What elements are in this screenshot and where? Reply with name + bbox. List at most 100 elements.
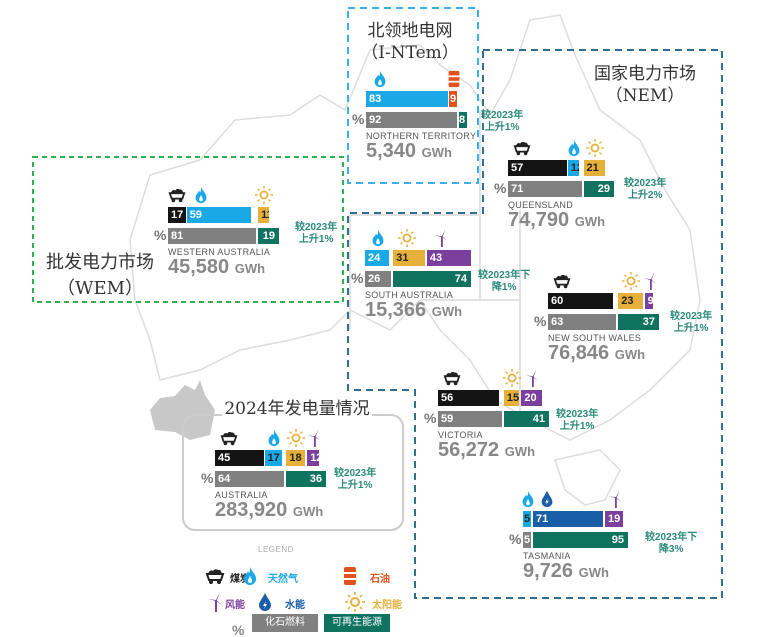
total-unit: GWh — [421, 145, 452, 160]
change-vs-2023-nsw: 较2023年上升1% — [670, 311, 712, 335]
region-total-generation: 74,790 GWh — [508, 209, 605, 232]
change-line: 较2023年下 — [645, 532, 698, 543]
solar-icon — [503, 369, 521, 387]
wem-title-abbr: （WEM） — [56, 278, 144, 299]
change-vs-2023-tas: 较2023年下降3% — [645, 532, 697, 556]
nem-market-boundary — [347, 49, 723, 599]
bar-renewable: 8 — [459, 112, 467, 128]
bar-renewable: 19 — [258, 228, 279, 244]
change-line: 较2023年 — [556, 409, 599, 420]
bar-fossil: 5 — [523, 532, 531, 548]
gas-icon — [240, 566, 260, 586]
change-vs-2023-nt: 较2023年上升1% — [481, 110, 523, 134]
wem-market-title: 批发电力市场 （WEM） — [40, 250, 160, 302]
legend-label-oil: 石油 — [370, 574, 390, 585]
total-unit: GWh — [431, 304, 463, 319]
solar-icon — [255, 186, 273, 204]
gas-icon — [265, 429, 283, 447]
bar-renewable: 36 — [286, 471, 326, 487]
total-value: 74,790 — [508, 209, 570, 231]
change-line: 上升1% — [673, 323, 709, 334]
nt-title-cn: 北领地电网 — [367, 21, 453, 41]
change-line: 较2023年 — [295, 222, 338, 233]
bar-fossil: 81 — [168, 228, 257, 244]
coal-icon — [513, 139, 531, 157]
bar-solar: 23 — [618, 293, 643, 309]
legend-title: LEGEND — [258, 545, 294, 554]
bar-solar: 15 — [503, 390, 520, 406]
percent-symbol: % — [424, 410, 437, 426]
bar-solar: 31 — [393, 250, 425, 266]
bar-gas: 17 — [264, 450, 283, 466]
bar-renewable: 95 — [533, 532, 628, 548]
solar-icon — [287, 429, 305, 447]
change-line: 上升1% — [337, 480, 373, 491]
change-line: 降1% — [491, 282, 517, 293]
nem-market-title: 国家电力市场 （NEM） — [585, 63, 705, 107]
change-line: 上升2% — [627, 190, 663, 201]
change-line: 上升1% — [298, 234, 334, 245]
percent-symbol: % — [351, 270, 364, 286]
change-line: 较2023年 — [670, 311, 713, 322]
wind-icon — [523, 369, 541, 387]
total-value: 76,846 — [548, 342, 610, 364]
bar-wind: 43 — [426, 250, 471, 266]
change-line: 上升1% — [484, 122, 520, 133]
bar-fossil: 59 — [438, 411, 502, 427]
bar-fossil: 26 — [365, 271, 392, 287]
solar-icon — [586, 139, 604, 157]
change-line: 较2023年 — [481, 110, 524, 121]
bar-gas: 59 — [186, 207, 251, 223]
gas-icon — [519, 490, 537, 508]
total-unit: GWh — [504, 444, 536, 459]
coal-icon — [168, 186, 186, 204]
wem-title-cn: 批发电力市场 — [46, 252, 154, 273]
gas-icon — [371, 70, 389, 88]
bar-oil: 9 — [449, 91, 457, 107]
bar-solar: 21 — [583, 160, 605, 176]
bar-fossil: 71 — [508, 181, 582, 197]
bar-coal: 60 — [548, 293, 613, 309]
coal-icon — [443, 369, 461, 387]
legend-fossil-fuel: 化石燃料 — [252, 614, 318, 632]
region-name: AUSTRALIA — [215, 490, 268, 500]
solar-icon — [398, 229, 416, 247]
bar-coal: 56 — [438, 390, 499, 406]
percent-symbol: % — [534, 313, 547, 329]
wind-icon — [432, 229, 450, 247]
solar-icon — [345, 592, 365, 612]
solar-icon — [622, 272, 640, 290]
change-vs-2023-vic: 较2023年上升1% — [556, 409, 598, 433]
bar-renewable: 74 — [393, 271, 471, 287]
summary-title: 2024年发电量情况 — [222, 398, 372, 420]
region-name: WESTERN AUSTRALIA — [168, 247, 271, 257]
bar-wind: 12 — [307, 450, 320, 466]
mini-australia-map — [150, 380, 215, 440]
bar-gas: 5 — [523, 511, 531, 527]
bar-fossil: 63 — [548, 314, 617, 330]
bar-fossil: 64 — [215, 471, 285, 487]
legend-label-wind: 风能 — [225, 600, 245, 611]
hydro-icon — [255, 592, 275, 612]
change-vs-2023-sa: 较2023年下降1% — [478, 270, 530, 294]
bar-wind: 19 — [605, 511, 623, 527]
oil-icon — [340, 566, 360, 586]
change-line: 降3% — [658, 544, 684, 555]
total-unit: GWh — [614, 347, 646, 362]
wem-market-boundary — [32, 156, 344, 303]
bar-wind: 20 — [521, 390, 543, 406]
percent-symbol: % — [509, 531, 522, 547]
legend-renewable: 可再生能源 — [324, 614, 390, 632]
bar-hydro: 71 — [533, 511, 603, 527]
region-total-generation: 45,580 GWh — [168, 256, 265, 279]
bar-solar: 18 — [286, 450, 306, 466]
percent-symbol: % — [201, 470, 214, 486]
total-unit: GWh — [574, 214, 606, 229]
wind-icon — [305, 429, 323, 447]
region-name: SOUTH AUSTRALIA — [365, 290, 454, 300]
hydro-icon — [538, 490, 556, 508]
total-value: 5,340 — [366, 140, 417, 162]
total-value: 9,726 — [523, 560, 574, 582]
bar-wind: 9 — [644, 293, 654, 309]
